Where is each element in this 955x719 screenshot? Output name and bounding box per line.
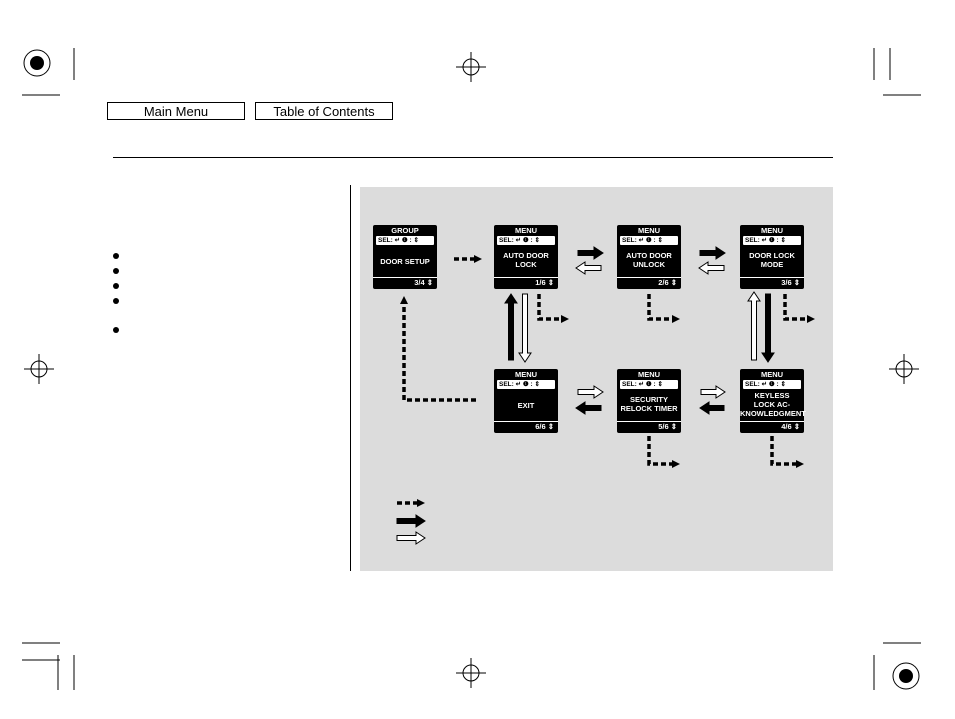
bullet xyxy=(113,283,119,289)
dashed-arrow xyxy=(647,436,680,468)
screen-label-line: DOOR LOCK xyxy=(749,251,795,260)
dashed-arrow xyxy=(770,436,804,468)
screen-header: MENU xyxy=(637,370,661,379)
dashed-arrow xyxy=(647,294,680,323)
screen-page-indicator: 2/6 ⇕ xyxy=(658,278,677,287)
solid-arrow xyxy=(761,293,775,363)
screen-divider xyxy=(373,277,437,278)
legend-hollow-arrow xyxy=(396,531,426,545)
screen-label-line: DOOR SETUP xyxy=(380,257,430,266)
main-menu-button[interactable]: Main Menu xyxy=(107,102,245,120)
screen-label-line: KNOWLEDGMENT xyxy=(740,409,806,418)
hollow-arrow xyxy=(698,261,725,275)
screen-page-indicator: 3/6 ⇕ xyxy=(781,278,800,287)
screen-header: MENU xyxy=(637,226,661,235)
screen-divider xyxy=(740,421,804,422)
table-of-contents-button[interactable]: Table of Contents xyxy=(255,102,393,120)
screen-select-hint: SEL: ↵ ❶ : ⇕ xyxy=(376,236,434,245)
header-rule xyxy=(113,157,833,158)
screen-label-line: AUTO DOOR xyxy=(626,251,672,260)
screen-divider xyxy=(617,277,681,278)
screen-select-hint: SEL: ↵ ❶ : ⇕ xyxy=(497,380,555,389)
screen-header: MENU xyxy=(514,370,538,379)
screen-label-line: UNLOCK xyxy=(632,260,666,269)
screen-page-indicator: 3/4 ⇕ xyxy=(414,278,433,287)
dashed-arrow xyxy=(783,294,815,323)
screen-header: MENU xyxy=(760,226,784,235)
legend-solid-arrow xyxy=(396,514,426,528)
screen-label-line: LOCK AC- xyxy=(753,400,791,409)
screen-divider xyxy=(494,277,558,278)
screen-select-hint: SEL: ↵ ❶ : ⇕ xyxy=(743,380,801,389)
bullet xyxy=(113,298,119,304)
screen-header: MENU xyxy=(514,226,538,235)
column-divider xyxy=(350,185,351,571)
screen-label: DOOR SETUP xyxy=(373,257,437,266)
solid-arrow xyxy=(699,246,726,260)
screen-divider xyxy=(617,421,681,422)
screen-label: EXIT xyxy=(494,401,558,410)
solid-arrow xyxy=(504,293,518,361)
bullet xyxy=(113,253,119,259)
screen-page-indicator: 1/6 ⇕ xyxy=(535,278,554,287)
dashed-arrow xyxy=(537,294,569,323)
screen-header: GROUP xyxy=(391,226,419,235)
screen-page-indicator: 6/6 ⇕ xyxy=(535,422,554,431)
screen-divider xyxy=(494,421,558,422)
screen-label-line: LOCK xyxy=(515,260,537,269)
screen-label-line: RELOCK TIMER xyxy=(620,404,678,413)
screen-label-line: SECURITY xyxy=(630,395,668,404)
screen-divider xyxy=(740,277,804,278)
screen-select-hint: SEL: ↵ ❶ : ⇕ xyxy=(620,380,678,389)
hollow-arrow xyxy=(747,291,761,361)
screen-header: MENU xyxy=(760,370,784,379)
hollow-arrow xyxy=(518,293,532,363)
solid-arrow xyxy=(577,246,604,260)
screen-label-line: KEYLESS xyxy=(754,391,790,400)
screen-label-line: MODE xyxy=(760,260,784,269)
solid-arrow xyxy=(699,401,725,415)
screen-label-line: EXIT xyxy=(517,401,535,410)
hollow-arrow xyxy=(700,385,726,399)
screen-select-hint: SEL: ↵ ❶ : ⇕ xyxy=(497,236,555,245)
dashed-arrow xyxy=(400,296,476,402)
bullet xyxy=(113,268,119,274)
screen-select-hint: SEL: ↵ ❶ : ⇕ xyxy=(743,236,801,245)
screen-page-indicator: 4/6 ⇕ xyxy=(781,422,800,431)
hollow-arrow xyxy=(577,385,604,399)
hollow-arrow xyxy=(575,261,602,275)
solid-arrow xyxy=(575,401,602,415)
screen-page-indicator: 5/6 ⇕ xyxy=(658,422,677,431)
screen-select-hint: SEL: ↵ ❶ : ⇕ xyxy=(620,236,678,245)
screen-label-line: AUTO DOOR xyxy=(503,251,549,260)
bullet xyxy=(113,327,119,333)
